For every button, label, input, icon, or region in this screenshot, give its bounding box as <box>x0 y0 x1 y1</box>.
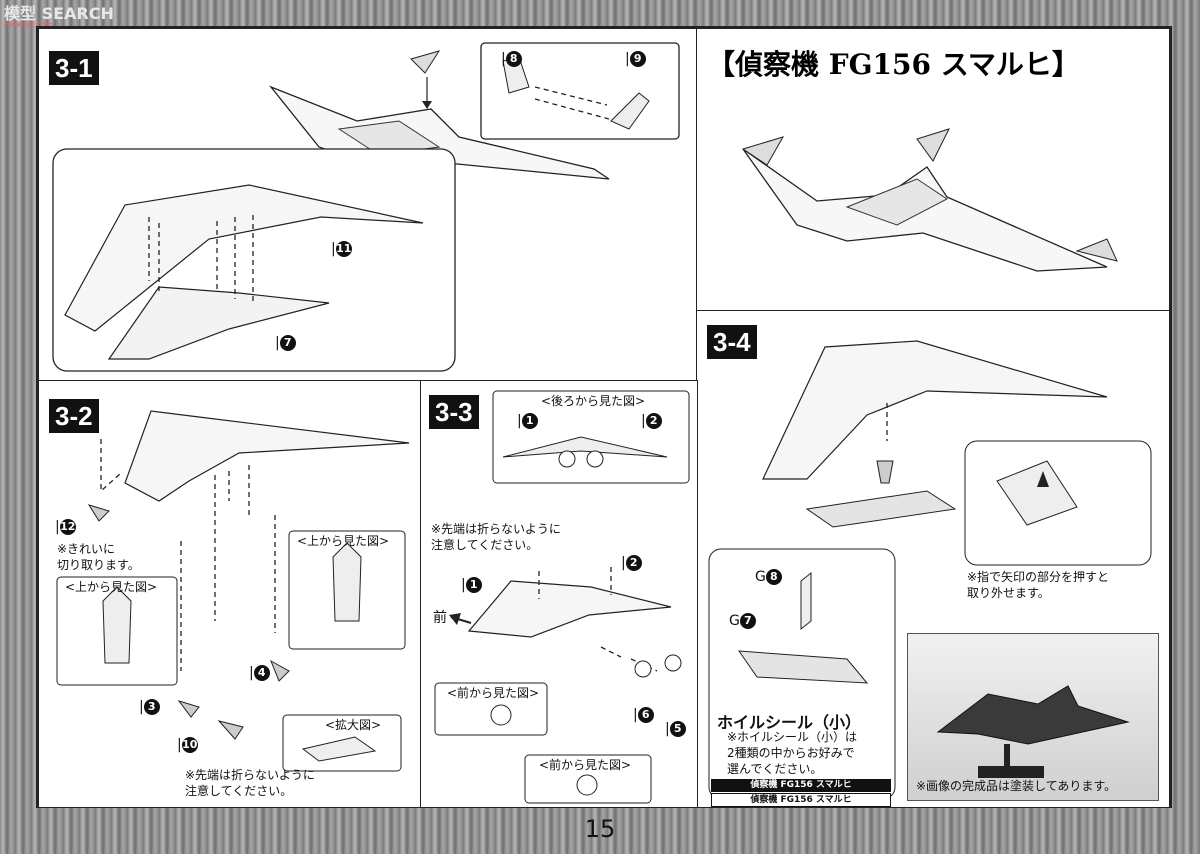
view-zoom: <拡大図> <box>325 718 382 732</box>
panel-step-3-2: 3-2 |12 ※きれいに 切り取ります。 <上から見た図> <box>38 380 422 808</box>
part-label-11: |11 <box>331 241 352 257</box>
part-label-9: |9 <box>625 51 646 67</box>
front-direction-label: 前 <box>433 610 447 626</box>
decal-sample-b: 偵察機 FG156 スマルヒ <box>711 793 891 807</box>
note-tip-3-3: ※先端は折らないように 注意してください。 <box>431 522 561 552</box>
step-badge-3-1: 3-1 <box>49 51 99 85</box>
panel-step-3-1: 3-1 |8 |9 <box>38 28 698 382</box>
part-label-2b: |2 <box>621 555 642 571</box>
watermark-prefix: 模型 <box>4 4 37 23</box>
note-clean-cut: ※きれいに 切り取ります。 <box>57 542 140 572</box>
watermark-logo: 模型 SEARCH moxing.com <box>0 0 174 29</box>
part-label-3: |3 <box>139 699 160 715</box>
finished-model-photo: ※画像の完成品は塗装してあります。 <box>907 633 1159 801</box>
view-top-a: <上から見た図> <box>65 580 158 594</box>
part-label-5: |5 <box>665 721 686 737</box>
watermark-brand: SEARCH <box>41 4 114 23</box>
decal-title: ホイルシール（小） <box>717 713 862 732</box>
decal-sample-a: 偵察機 FG156 スマルヒ <box>711 779 891 792</box>
note-press-release: ※指で矢印の部分を押すと 取り外せます。 <box>967 570 1110 600</box>
step-badge-3-4: 3-4 <box>707 325 757 359</box>
step-badge-3-2: 3-2 <box>49 399 99 433</box>
part-label-10: |10 <box>177 737 198 753</box>
step-3-1-illustration <box>52 42 680 372</box>
view-rear: <後ろから見た図> <box>541 394 646 408</box>
view-front-b: <前から見た図> <box>539 758 632 772</box>
part-label-6: |6 <box>633 707 654 723</box>
part-label-1a: |1 <box>517 413 538 429</box>
view-front-a: <前から見た図> <box>447 686 540 700</box>
decal-note: ※ホイルシール（小）は 2種類の中からお好みで 選んでください。 <box>727 730 858 776</box>
instruction-sheet: 3-1 |8 |9 <box>36 26 1172 808</box>
watermark-sub: moxing.com <box>4 20 54 29</box>
panel-step-3-3: 3-3 <後ろから見た図> |1 |2 ※先端は折らないように 注 <box>420 380 698 808</box>
part-label-7: |7 <box>275 335 296 351</box>
page-title: 【偵察機 FG156 スマルヒ】 <box>707 48 1080 81</box>
step-3-3-illustration <box>434 390 690 804</box>
step-3-4-illustration <box>708 340 1152 800</box>
part-label-8: |8 <box>501 51 522 67</box>
model-photo-silhouette <box>936 685 1130 778</box>
part-label-2a: |2 <box>641 413 662 429</box>
step-badge-3-3: 3-3 <box>429 395 479 429</box>
photo-note: ※画像の完成品は塗装してあります。 <box>916 779 1117 793</box>
part-label-4: |4 <box>249 665 270 681</box>
step-3-2-illustration <box>56 410 410 772</box>
note-tip-3-2: ※先端は折らないように 注意してください。 <box>185 768 315 798</box>
part-label-1b: |1 <box>461 577 482 593</box>
view-top-b: <上から見た図> <box>297 534 390 548</box>
aircraft-overview-illustration <box>741 128 1118 272</box>
panel-title-aircraft: 【偵察機 FG156 スマルヒ】 <box>696 28 1170 312</box>
page-number: 15 <box>584 815 616 843</box>
part-label-12: |12 <box>55 519 76 535</box>
